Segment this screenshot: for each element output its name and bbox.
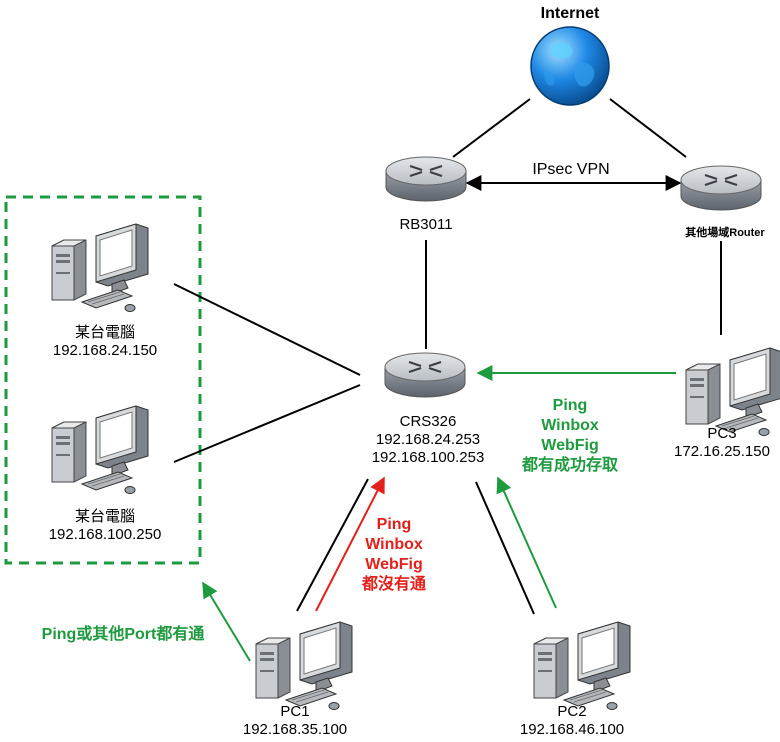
pc2-ip: 192.168.46.100 bbox=[519, 721, 625, 738]
pc3-note-line3: WebFig bbox=[541, 437, 599, 454]
pc-a-name: 某台電腦 bbox=[74, 324, 135, 341]
pc-a-label: 某台電腦 192.168.24.150 bbox=[20, 324, 190, 360]
crs326-ip2: 192.168.100.253 bbox=[371, 449, 485, 466]
pc1-group-note: Ping或其他Port都有通 bbox=[41, 626, 205, 643]
rb3011-label: RB3011 bbox=[399, 216, 453, 233]
arrow-pc2-crs326 bbox=[496, 476, 557, 609]
pc1-icon bbox=[255, 621, 353, 710]
link-internet-rb3011 bbox=[452, 98, 531, 158]
router-other-icon bbox=[680, 165, 762, 211]
link-internet-other bbox=[609, 98, 687, 158]
pc1-ip: 192.168.35.100 bbox=[242, 721, 348, 738]
other-router-label: 其他場域Router bbox=[685, 227, 765, 239]
pc-b-label: 某台電腦 192.168.100.250 bbox=[20, 508, 190, 544]
pc1-label: PC1 192.168.35.100 bbox=[220, 703, 370, 739]
pc-a-ip: 192.168.24.150 bbox=[52, 342, 158, 359]
pc-b-ip: 192.168.100.250 bbox=[48, 526, 162, 543]
pc2-icon bbox=[533, 621, 631, 710]
pc1-fail-line3: WebFig bbox=[365, 556, 423, 573]
pc-a-icon bbox=[51, 223, 149, 312]
pc1-fail-note: Ping Winbox WebFig 都沒有通 bbox=[342, 515, 446, 595]
arrow-pc1-group bbox=[202, 581, 251, 662]
crs326-name: CRS326 bbox=[399, 413, 457, 430]
crs326-ip1: 192.168.24.253 bbox=[375, 431, 481, 448]
router-crs326-icon bbox=[384, 352, 466, 398]
link-pca-crs326 bbox=[173, 283, 361, 376]
crs326-label: CRS326 192.168.24.253 192.168.100.253 bbox=[340, 413, 516, 467]
pc3-note-line4: 都有成功存取 bbox=[521, 457, 618, 474]
link-pc2-crs326 bbox=[475, 481, 535, 615]
pc1-name: PC1 bbox=[280, 703, 310, 720]
pc-b-icon bbox=[51, 405, 149, 494]
pc3-icon bbox=[685, 347, 780, 436]
pc1-fail-line4: 都沒有通 bbox=[361, 576, 426, 593]
pc3-note-line2: Winbox bbox=[541, 417, 599, 434]
pc3-name: PC3 bbox=[707, 425, 737, 442]
router-rb3011-icon bbox=[385, 156, 467, 202]
pc1-fail-line2: Winbox bbox=[365, 536, 423, 553]
arrow-pc1-crs326-fail bbox=[315, 476, 385, 612]
link-pcb-crs326 bbox=[173, 384, 361, 463]
pc3-success-note: Ping Winbox WebFig 都有成功存取 bbox=[510, 396, 630, 476]
pc2-name: PC2 bbox=[557, 703, 587, 720]
pc1-fail-line1: Ping bbox=[376, 516, 412, 533]
group-box bbox=[4, 195, 202, 565]
pc3-ip: 172.16.25.150 bbox=[674, 443, 770, 460]
pc2-label: PC2 192.168.46.100 bbox=[497, 703, 647, 739]
pc-b-name: 某台電腦 bbox=[74, 508, 135, 525]
ipsec-label: IPsec VPN bbox=[532, 161, 610, 178]
pc3-label: PC3 172.16.25.150 bbox=[658, 425, 780, 461]
pc3-note-line1: Ping bbox=[552, 397, 588, 414]
link-pc1-crs326 bbox=[296, 478, 369, 612]
globe-icon bbox=[530, 26, 610, 106]
internet-label: Internet bbox=[540, 5, 600, 22]
